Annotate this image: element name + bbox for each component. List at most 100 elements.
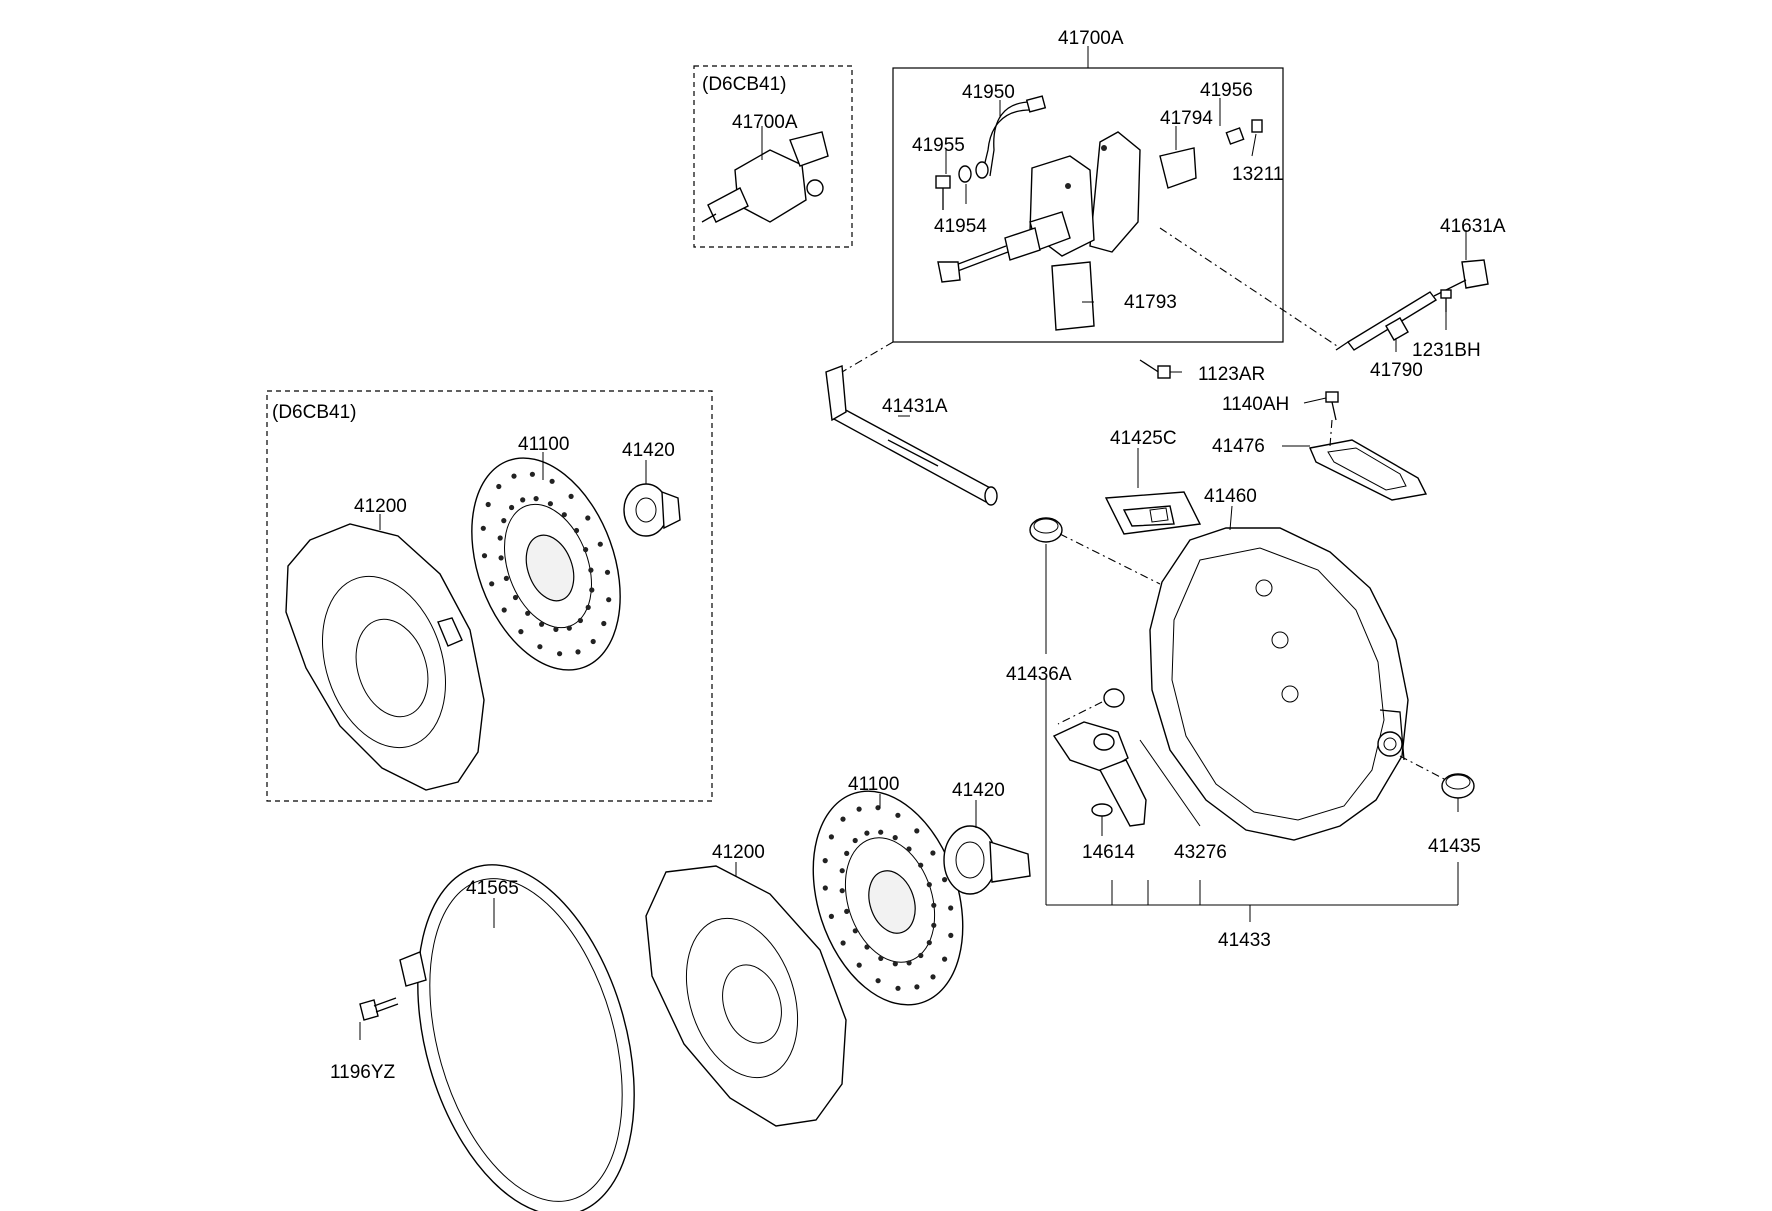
disc-rivet: [918, 952, 924, 959]
disc-rivet: [852, 837, 858, 844]
disc-rivet: [481, 553, 488, 559]
clutch-disc-41100-d6cb41-part: [471, 457, 621, 671]
disc-rivet: [840, 816, 846, 822]
label-1196YZ: 1196YZ: [330, 1062, 396, 1083]
disc-rivet: [518, 629, 524, 635]
disc-rivet: [930, 974, 936, 980]
clutch-cover-41200-d6cb41-part: [285, 523, 485, 791]
centre-line-e: [1399, 755, 1447, 781]
disc-rivet: [822, 885, 828, 891]
disc-rivets-b: [822, 805, 954, 991]
disc-rivet: [501, 607, 507, 613]
label-41433: 41433: [1218, 930, 1271, 951]
label-43276: 43276: [1174, 842, 1227, 863]
boot-41425C-part: [1104, 491, 1202, 535]
disc-rivet: [601, 620, 607, 627]
disc-rivet: [828, 834, 835, 840]
release-bearing-41420-part: [943, 825, 1031, 895]
disc-rivet: [583, 547, 589, 553]
disc-rivet: [520, 497, 526, 503]
label-14614: 14614: [1082, 842, 1135, 863]
label-41950: 41950: [962, 82, 1015, 103]
disc-rivet: [568, 493, 574, 499]
bracket-41794-part: [1159, 147, 1197, 189]
disc-rivet: [557, 651, 563, 657]
disc-rivet: [864, 830, 870, 836]
disc-rivet: [822, 858, 828, 864]
pipe-41950-part: [981, 95, 1047, 177]
disc-rivet: [942, 877, 948, 883]
disc-rivet: [588, 567, 594, 573]
bolt-1123AR-part: [1139, 359, 1171, 379]
disc-rivet: [856, 806, 862, 812]
disc-rivet: [606, 597, 612, 603]
disc-rivet: [573, 527, 580, 534]
label-41794: 41794: [1160, 108, 1213, 129]
cover-41476-part: [1309, 439, 1428, 501]
disc-rivet: [539, 621, 545, 627]
label-41420-d6cb41: 41420: [622, 440, 675, 461]
disc-rivet: [839, 888, 845, 894]
label-41565: 41565: [466, 878, 519, 899]
disc-rivet: [496, 483, 502, 490]
label-41100: 41100: [848, 774, 899, 795]
label-41420: 41420: [952, 780, 1005, 801]
disc-rivet: [918, 862, 924, 868]
label-d6cb41-left: (D6CB41): [272, 402, 356, 423]
label-41631A: 41631A: [1440, 216, 1506, 237]
disc-rivet: [509, 504, 515, 511]
push-rod-41790-part: [1335, 259, 1489, 351]
disc-rivet: [566, 625, 572, 631]
flywheel-housing-41565-part: [399, 864, 635, 1211]
disc-rivet: [864, 944, 870, 950]
disc-rivet: [852, 928, 858, 934]
disc-rivet: [604, 569, 611, 575]
disc-rivet: [914, 828, 920, 834]
d6cb41-clutch-set-frame: [266, 390, 713, 802]
inset-master-cylinder-part: [701, 128, 829, 223]
disc-rivet: [895, 812, 901, 818]
label-41200: 41200: [712, 842, 765, 863]
release-fork-43276-part: [1052, 688, 1147, 827]
centre-line-f: [1329, 419, 1333, 447]
disc-rivet: [906, 846, 912, 852]
disc-rivets-a: [480, 471, 612, 657]
disc-rivet: [844, 850, 850, 857]
bolt-1231BH-part: [1440, 289, 1452, 312]
leader-lines: [359, 46, 1467, 1040]
d6cb41-master-cylinder-frame: [693, 65, 853, 248]
centre-line-d: [1057, 701, 1103, 725]
label-41790: 41790: [1370, 360, 1423, 381]
centre-line-b: [1159, 227, 1341, 349]
label-41476: 41476: [1212, 436, 1265, 457]
disc-rivet: [497, 535, 503, 541]
label-41793: 41793: [1124, 292, 1177, 313]
bolt-1196YZ-part: [359, 997, 399, 1021]
disc-rivet: [931, 922, 937, 928]
disc-rivet: [529, 471, 536, 477]
label-41954: 41954: [934, 216, 987, 237]
washer-41954b-part: [975, 161, 989, 179]
label-1231BH: 1231BH: [1412, 340, 1481, 361]
label-1123AR: 1123AR: [1198, 364, 1265, 385]
bolt-1140AH-part: [1325, 391, 1339, 421]
bolt-41956-part: [1225, 127, 1245, 145]
disc-rivet: [948, 905, 954, 911]
bolt-41955-part: [935, 175, 951, 210]
disc-rivet: [930, 850, 936, 856]
bushing-41435-part: [1441, 773, 1475, 799]
label-41436A: 41436A: [1006, 664, 1072, 685]
disc-rivet: [589, 587, 595, 593]
label-d6cb41-top: (D6CB41): [702, 74, 786, 95]
disc-rivet: [590, 638, 596, 645]
disc-rivet: [931, 902, 937, 908]
disc-rivet: [906, 960, 912, 966]
label-41700A-inset: 41700A: [732, 112, 798, 133]
disc-rivet: [512, 594, 519, 601]
disc-rivet: [878, 829, 884, 835]
disc-rivet: [575, 649, 581, 655]
disc-rivet: [926, 940, 932, 946]
disc-rivet: [533, 496, 539, 502]
disc-rivet: [878, 955, 884, 962]
